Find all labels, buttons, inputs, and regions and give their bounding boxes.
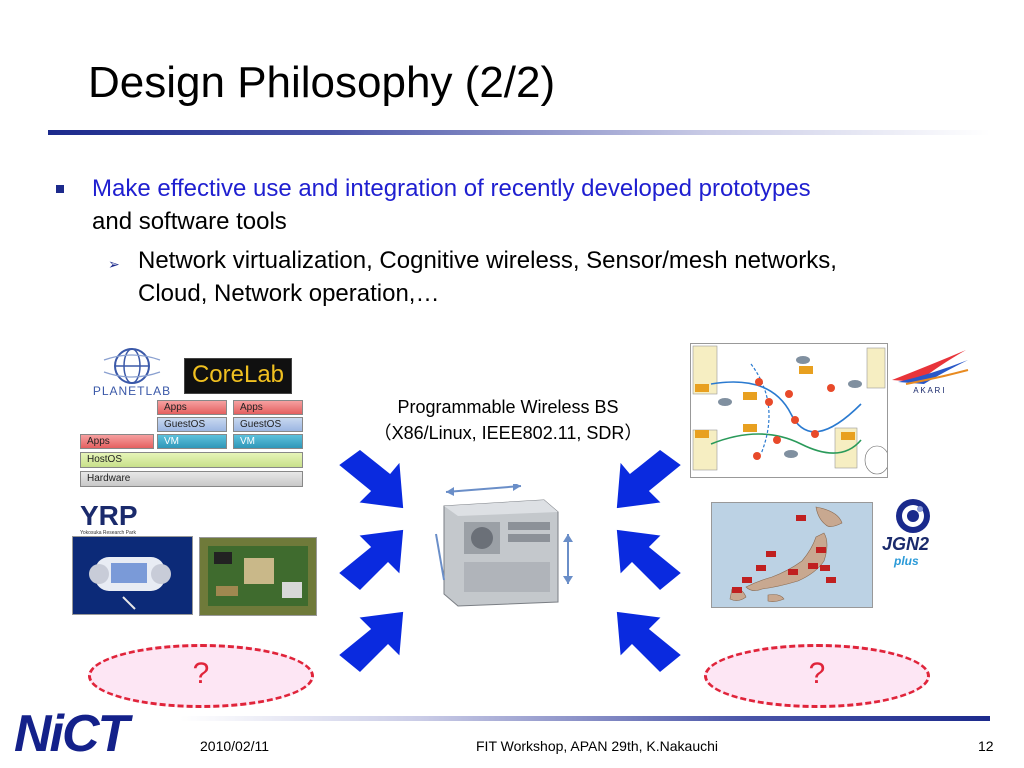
bullet-square-icon <box>56 185 64 193</box>
akari-logo: A K A R I <box>888 346 970 402</box>
corelab-logo-text: CoreLab <box>191 361 285 388</box>
layer-hardware: Hardware <box>80 471 303 487</box>
corelab-logo: CoreLab <box>184 358 292 394</box>
unknown-box-right: ? <box>704 644 930 708</box>
footer-divider <box>180 716 990 721</box>
slide-title: Design Philosophy (2/2) <box>88 58 556 107</box>
sensor-network-diagram <box>690 343 890 478</box>
jgn2-logo-text: JGN2 <box>882 534 930 554</box>
nict-logo: NiCT <box>14 705 129 763</box>
layer-apps-a: Apps <box>157 400 227 415</box>
unknown-box-left: ? <box>88 644 314 708</box>
japan-map-image <box>711 502 873 608</box>
bullet-1-highlight: Make effective use and integration of re… <box>92 175 811 202</box>
yrp-logo-text: YRP <box>80 500 138 531</box>
layer-guestos-b: GuestOS <box>233 417 303 432</box>
arrow-left-upper-icon <box>336 448 405 510</box>
footer-page-number: 12 <box>978 738 994 754</box>
bullet-1: Make effective use and integration of re… <box>92 172 972 238</box>
footer-event: FIT Workshop, APAN 29th, K.Nakauchi <box>476 738 718 754</box>
arrow-right-lower-icon <box>615 610 684 675</box>
bullet-2-line1: Network virtualization, Cognitive wirele… <box>138 247 837 274</box>
sensor-device-image <box>89 557 171 610</box>
bs-caption: Programmable Wireless BS （X86/Linux, IEE… <box>340 394 676 446</box>
bs-caption-line2: （X86/Linux, IEEE802.11, SDR） <box>373 423 643 443</box>
sensor-network-diagram-image <box>692 345 890 475</box>
layer-hostos: HostOS <box>80 452 303 468</box>
question-mark-right: ? <box>808 657 826 690</box>
japan-map-drawing <box>729 506 843 602</box>
circuit-board-photo <box>199 537 317 616</box>
layer-vm-b: VM <box>233 434 303 449</box>
yrp-logo-subtext: Yokosuka Research Park <box>80 530 136 536</box>
jgn2-mark-icon <box>896 499 930 533</box>
arrow-left-lower-icon <box>336 610 405 675</box>
bullet-1-rest: and software tools <box>92 208 287 235</box>
planetlab-globe-icon <box>103 348 161 384</box>
circuit-board-image <box>208 546 308 606</box>
bs-caption-line1: Programmable Wireless BS <box>397 397 619 417</box>
jgn2-logo-plus: plus <box>894 554 919 568</box>
layer-apps-host: Apps <box>80 434 154 449</box>
arrow-left-middle-icon <box>336 528 405 593</box>
akari-swoosh-icon <box>892 350 969 385</box>
arrow-bullet-icon: ➢ <box>108 256 120 272</box>
jgn2-logo: JGN2 plus <box>878 496 948 574</box>
bullet-2: Network virtualization, Cognitive wirele… <box>138 244 998 310</box>
arrow-right-upper-icon <box>615 448 684 510</box>
bullet-2-line2: Cloud, Network operation,… <box>138 280 440 307</box>
sensor-device-photo <box>72 536 193 615</box>
server-chassis-image <box>435 484 573 607</box>
title-divider <box>48 130 990 135</box>
layer-guestos-a: GuestOS <box>157 417 227 432</box>
arrow-right-middle-icon <box>615 528 684 593</box>
footer-date: 2010/02/11 <box>200 738 270 754</box>
layer-vm-a: VM <box>157 434 227 449</box>
convergence-arrows <box>336 448 684 675</box>
yrp-logo: YRP Yokosuka Research Park <box>80 500 150 536</box>
akari-logo-text: A K A R I <box>913 386 945 395</box>
layer-apps-b: Apps <box>233 400 303 415</box>
planetlab-logo-text: PLANETLAB <box>92 384 172 398</box>
question-mark-left: ? <box>192 657 210 690</box>
planetlab-logo: PLANETLAB <box>84 346 180 398</box>
